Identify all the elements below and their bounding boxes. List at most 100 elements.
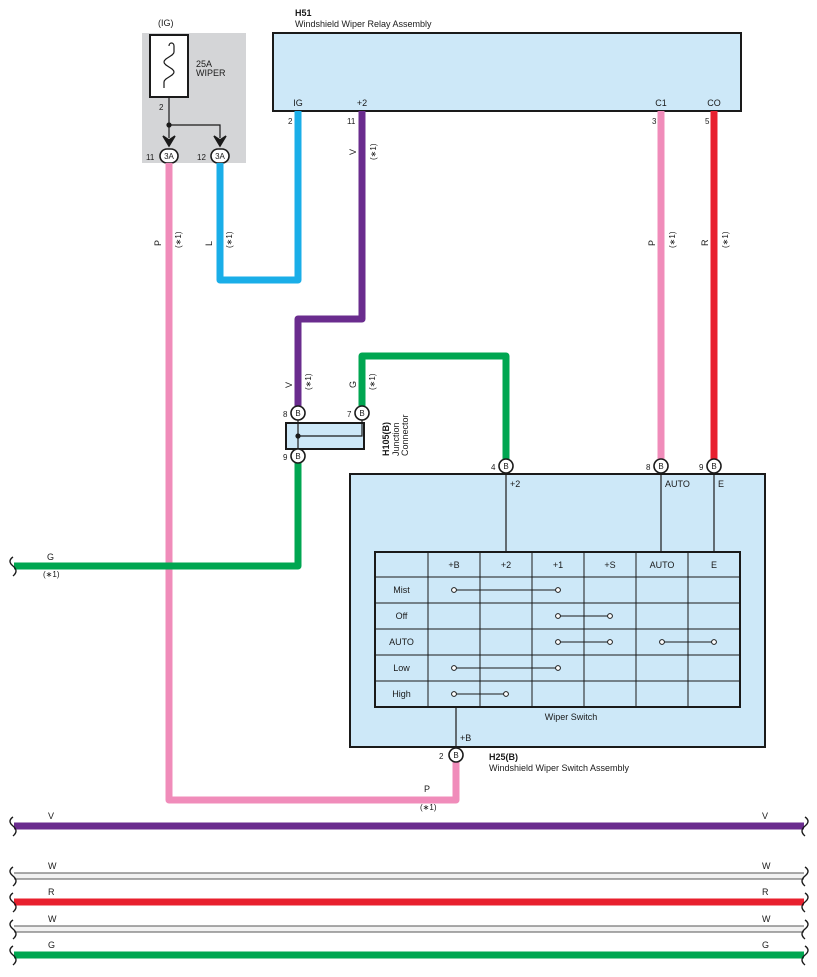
- wire-break-icon: [801, 919, 809, 940]
- switch-pin-2: [448, 747, 464, 763]
- wire-color-label: V: [284, 382, 294, 388]
- switch-terminal-name: AUTO: [665, 479, 690, 489]
- wire-green-junction-to-switch: [358, 352, 510, 459]
- wire-color-label: G: [47, 552, 54, 562]
- bus-line-label: R: [762, 887, 769, 897]
- bus-line-label: V: [48, 811, 54, 821]
- wire-note-label: (∗1): [304, 373, 313, 390]
- wire-break-icon: [9, 919, 17, 940]
- switch-pin-number: 4: [491, 463, 496, 472]
- fuse-arrow-icon: [213, 135, 227, 148]
- relay-terminal-name: CO: [707, 98, 721, 108]
- wire-break-icon: [9, 816, 17, 837]
- switch-contact-point: [555, 639, 561, 645]
- switch-contact-point: [451, 665, 457, 671]
- fuse-source-label: (IG): [158, 18, 174, 28]
- wire-break-icon: [9, 866, 17, 887]
- switch-table-column-header: +S: [604, 560, 615, 570]
- wire-note-label: (∗1): [369, 143, 378, 160]
- switch-contact-point: [607, 639, 613, 645]
- switch-pin-number: 9: [699, 463, 704, 472]
- fuse-pin: 2: [159, 103, 164, 112]
- wire-note-label: (∗1): [225, 231, 234, 248]
- wire-break-icon: [9, 892, 17, 913]
- relay-name: Windshield Wiper Relay Assembly: [295, 19, 432, 29]
- wire-note-label: (∗1): [721, 231, 730, 248]
- switch-table-column-header: E: [711, 560, 717, 570]
- switch-pin-code: B: [503, 462, 508, 471]
- switch-terminal-name: E: [718, 479, 724, 489]
- switch-table-row-label: AUTO: [389, 637, 414, 647]
- bus-line-label: R: [48, 887, 55, 897]
- wire-break-icon: [9, 945, 17, 966]
- switch-table-caption: Wiper Switch: [545, 712, 598, 722]
- switch-table-row-label: Off: [396, 611, 408, 621]
- wire-color-label: G: [348, 381, 358, 388]
- switch-contact-point: [555, 613, 561, 619]
- wire-color-label: P: [153, 240, 163, 246]
- switch-pin-code: B: [658, 462, 663, 471]
- fuse-rating: 25A: [196, 59, 212, 69]
- switch-table-column-header: +2: [501, 560, 511, 570]
- switch-table-column-header: +1: [553, 560, 563, 570]
- wire-note-label: (∗1): [174, 231, 183, 248]
- switch-contact-point: [711, 639, 717, 645]
- wire-green-junction-to-left: [14, 463, 302, 570]
- switch-assembly-name: Windshield Wiper Switch Assembly: [489, 763, 630, 773]
- wire-note-label: (∗1): [420, 803, 437, 812]
- bus-line-label: W: [762, 914, 771, 924]
- wire-note-label: (∗1): [43, 570, 60, 579]
- relay-terminal-pin: 5: [705, 117, 710, 126]
- junction-pin-8: [290, 405, 306, 421]
- switch-pin-number: 2: [439, 752, 444, 761]
- fuse-connector-code: 3A: [164, 152, 174, 161]
- switch-contact-point: [555, 587, 561, 593]
- switch-contact-point: [555, 665, 561, 671]
- junction-code: H105(B): [381, 422, 391, 456]
- switch-table-row-label: Low: [393, 663, 410, 673]
- fuse-icon: [163, 42, 175, 88]
- wire-break-icon: [9, 556, 17, 577]
- switch-table-column-header: AUTO: [650, 560, 675, 570]
- junction-pin-number: 8: [283, 410, 288, 419]
- junction-name-text-line2: Connector: [400, 414, 410, 456]
- junction-pin-code: B: [359, 409, 364, 418]
- relay-terminal-pin: 3: [652, 117, 657, 126]
- bus-line-label: G: [762, 940, 769, 950]
- wire-color-label: P: [424, 784, 430, 794]
- relay-terminal-name: IG: [293, 98, 303, 108]
- fuse-name: WIPER: [196, 68, 226, 78]
- fuse-connector-pin: 12: [197, 153, 206, 162]
- switch-pin-8: [653, 458, 669, 474]
- switch-terminal-name: +2: [510, 479, 520, 489]
- switch-table-column-header: +B: [448, 560, 459, 570]
- bus-line-label: W: [762, 861, 771, 871]
- switch-pin-4: [498, 458, 514, 474]
- switch-assembly-code: H25(B): [489, 752, 518, 762]
- relay-terminal-name: C1: [655, 98, 667, 108]
- junction-name: Junction Connector: [391, 414, 410, 456]
- wire-blue-fuse-to-relay: [216, 111, 302, 284]
- wire-color-label: L: [204, 241, 214, 246]
- junction-pin-7: [354, 405, 370, 421]
- switch-contact-point: [607, 613, 613, 619]
- junction-pin-number: 7: [347, 410, 352, 419]
- wire-violet-relay-to-junction: [294, 111, 366, 406]
- wire-color-label: P: [647, 240, 657, 246]
- wire-break-icon: [801, 816, 809, 837]
- fuse-splice-point: [166, 122, 172, 128]
- switch-pin-code: B: [711, 462, 716, 471]
- relay-terminal-pin: 2: [288, 117, 293, 126]
- switch-contact-point: [451, 691, 457, 697]
- junction-pin-code: B: [295, 409, 300, 418]
- switch-pin-code: B: [453, 751, 458, 760]
- switch-terminal-name: +B: [460, 733, 471, 743]
